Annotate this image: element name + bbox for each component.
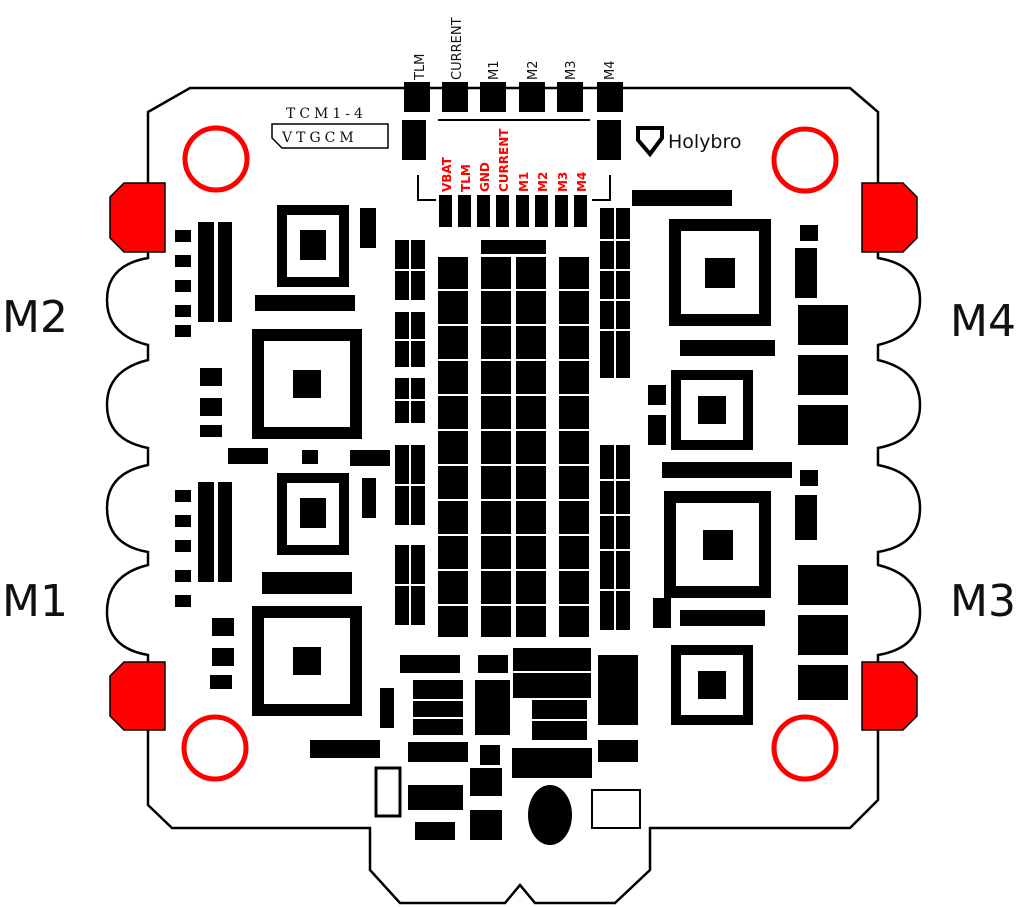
top-pin-label: M3	[564, 61, 579, 81]
holybro-logo-icon	[636, 126, 664, 158]
pin-label-red: TLM	[459, 164, 473, 192]
top-pin-label: M2	[526, 61, 541, 81]
mounting-hole-top-left	[182, 125, 250, 193]
brand-logo: Holybro	[636, 126, 742, 158]
top-pin-label: M4	[603, 61, 618, 81]
top-pin-label: M1	[487, 61, 502, 81]
mounting-hole-bottom-left	[181, 714, 249, 782]
mounting-hole-top-right	[771, 126, 839, 194]
pin-label-red: CURRENT	[497, 128, 511, 192]
silk-line-2: VTGCM	[281, 130, 358, 146]
power-pad-top-left	[109, 182, 166, 253]
motor-label-m4: M4	[950, 296, 1016, 347]
top-pin-label: CURRENT	[450, 17, 465, 80]
pin-label-red: M4	[575, 172, 589, 192]
pin-label-red: M2	[536, 172, 550, 192]
motor-label-m3: M3	[950, 576, 1016, 627]
pin-label-red: VBAT	[440, 156, 454, 192]
passive-components	[175, 190, 848, 700]
pin-label-red: M3	[556, 172, 570, 192]
bus-separators	[395, 208, 630, 637]
ic-group-right	[664, 219, 771, 725]
pin-label-red: GND	[478, 162, 492, 192]
bottom-separators	[413, 671, 591, 721]
motor-label-m2: M2	[2, 292, 68, 343]
brand-name: Holybro	[668, 131, 742, 153]
ic-group-left	[252, 205, 362, 716]
silk-line-1: TCM1-4	[286, 106, 367, 122]
pin-label-red: M1	[517, 172, 531, 192]
top-connector: TLM CURRENT M1 M2 M3 M4	[402, 17, 623, 160]
power-pad-bottom-left	[109, 661, 166, 731]
board-outline	[105, 86, 922, 905]
silkscreen-label: TCM1-4 VTGCM	[271, 106, 389, 149]
power-pad-top-right	[861, 182, 918, 253]
motor-label-m1: M1	[2, 576, 68, 627]
pin-header: VBAT TLM GND CURRENT M1 M2 M3 M4	[417, 128, 611, 227]
mounting-hole-bottom-right	[771, 714, 839, 782]
top-pin-label: TLM	[413, 54, 428, 81]
power-pad-bottom-right	[861, 661, 918, 731]
